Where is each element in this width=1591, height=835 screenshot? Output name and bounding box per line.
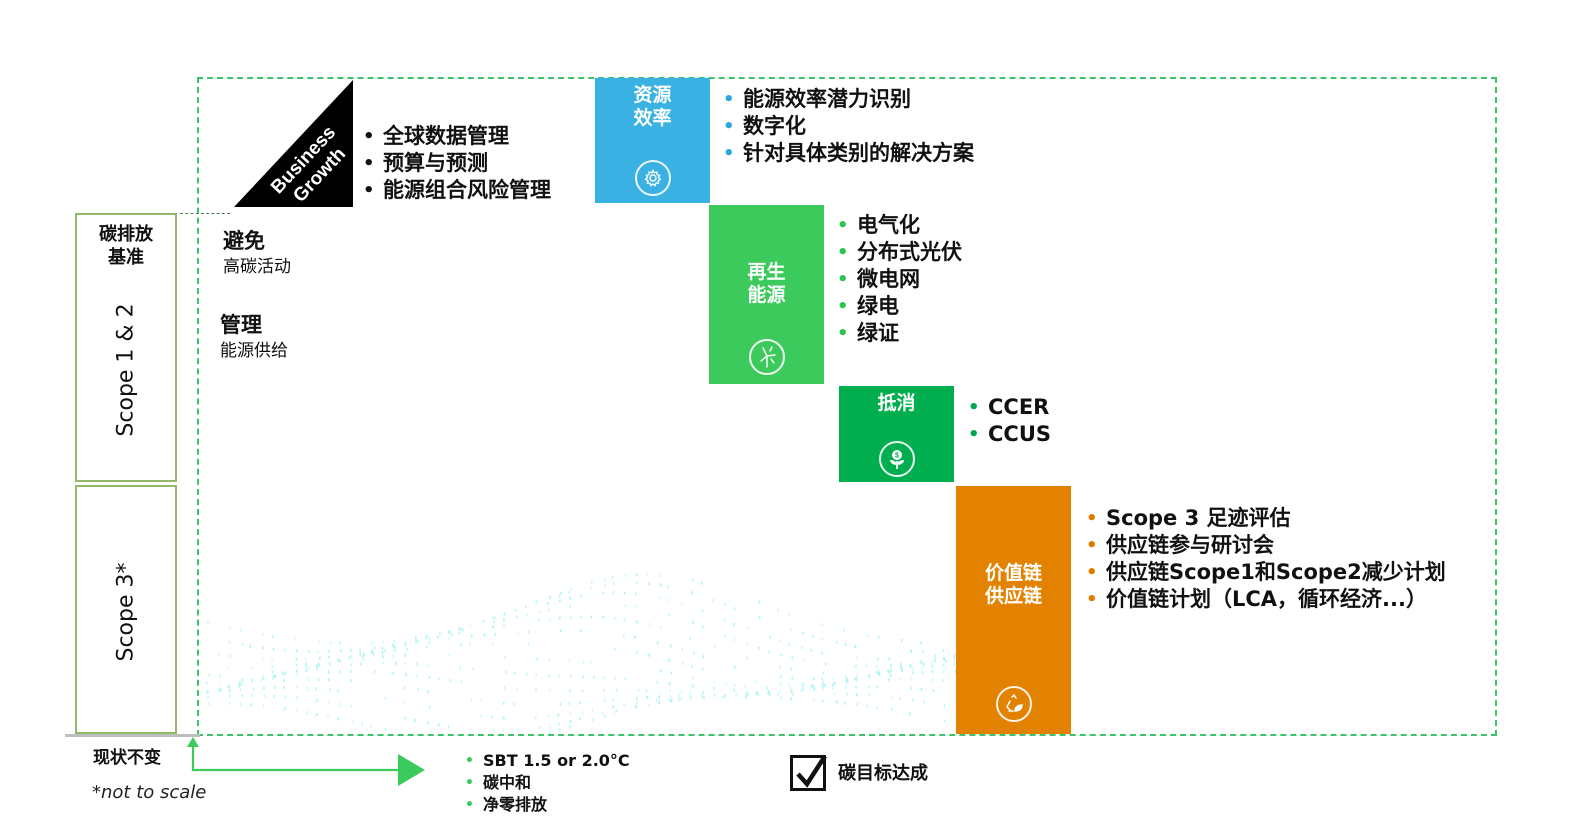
list-item: 能源组合风险管理 [363,177,551,204]
ground-line [65,734,200,737]
list-item: 电气化 [837,212,962,239]
emission-baseline-label: 碳排放 基准 [99,224,153,268]
list-item: 预算与预测 [363,150,551,177]
growth-bullet-list: 全球数据管理 预算与预测 能源组合风险管理 [363,123,551,204]
renewable-energy-block: 再生 能源 [709,205,824,384]
block-label: 抵消 [877,392,916,414]
value-chain-bullet-list: Scope 3 足迹评估 供应链参与研讨会 供应链Scope1和Scope2减少… [1086,505,1446,613]
avoid-title: 避免 [223,229,265,253]
arrow-up-head [187,737,199,747]
list-item: Scope 3 足迹评估 [1086,505,1446,532]
block-label: 再生 能源 [747,261,786,306]
pathway-arrow [187,737,425,786]
list-item: 数字化 [723,113,974,140]
avoid-subtitle: 高碳活动 [223,257,291,277]
wind-turbine-icon [748,339,785,375]
resource-efficiency-block: 资源 效率 [595,78,710,203]
check-icon [796,754,827,788]
list-item: 碳中和 [465,772,630,794]
renewable-bullet-list: 电气化 分布式光伏 微电网 绿电 绿证 [837,212,962,347]
gear-icon [634,160,671,196]
svg-text:$: $ [895,453,899,460]
list-item: CCUS [968,421,1051,448]
list-item: 微电网 [837,266,962,293]
offset-block: 抵消 $ [839,386,954,482]
money-plant-icon: $ [878,441,915,477]
list-item: 能源效率潜力识别 [723,86,974,113]
business-growth-triangle: Business Growth [234,80,353,207]
target-achieved-label: 碳目标达成 [838,763,928,784]
list-item: 绿电 [837,293,962,320]
list-item: 净零排放 [465,794,630,816]
manage-subtitle: 能源供给 [220,341,288,361]
list-item: 价值链计划（LCA，循环经济...） [1086,586,1446,613]
scope-3-label: Scope 3* [113,562,139,662]
offset-bullet-list: CCER CCUS [968,394,1051,448]
checkbox-checked [790,754,827,791]
status-quo-label: 现状不变 [93,748,161,768]
list-item: 供应链参与研讨会 [1086,532,1446,559]
recycle-leaf-icon [995,686,1032,722]
dotted-wave-background [205,573,959,735]
value-chain-block: 价值链 供应链 [956,486,1071,734]
list-item: 针对具体类别的解决方案 [723,140,974,167]
list-item: 绿证 [837,320,962,347]
baseline-dash-line [180,213,230,214]
scope-1-2-label: Scope 1 & 2 [113,303,139,437]
list-item: 分布式光伏 [837,239,962,266]
not-to-scale-note: *not to scale [92,782,207,803]
scope-1-2-box: 碳排放 基准 Scope 1 & 2 [75,213,177,482]
list-item: SBT 1.5 or 2.0°C [465,750,630,772]
block-label: 价值链 供应链 [984,562,1042,607]
list-item: 供应链Scope1和Scope2减少计划 [1086,559,1446,586]
arrow-line [191,745,400,772]
target-bullet-list: SBT 1.5 or 2.0°C 碳中和 净零排放 [465,750,630,816]
arrow-right-head [398,754,425,786]
block-label: 资源 效率 [633,84,672,129]
target-frame [197,77,1497,736]
manage-title: 管理 [220,313,262,337]
efficiency-bullet-list: 能源效率潜力识别 数字化 针对具体类别的解决方案 [723,86,974,167]
list-item: CCER [968,394,1051,421]
list-item: 全球数据管理 [363,123,551,150]
scope-3-box: Scope 3* [75,485,177,734]
